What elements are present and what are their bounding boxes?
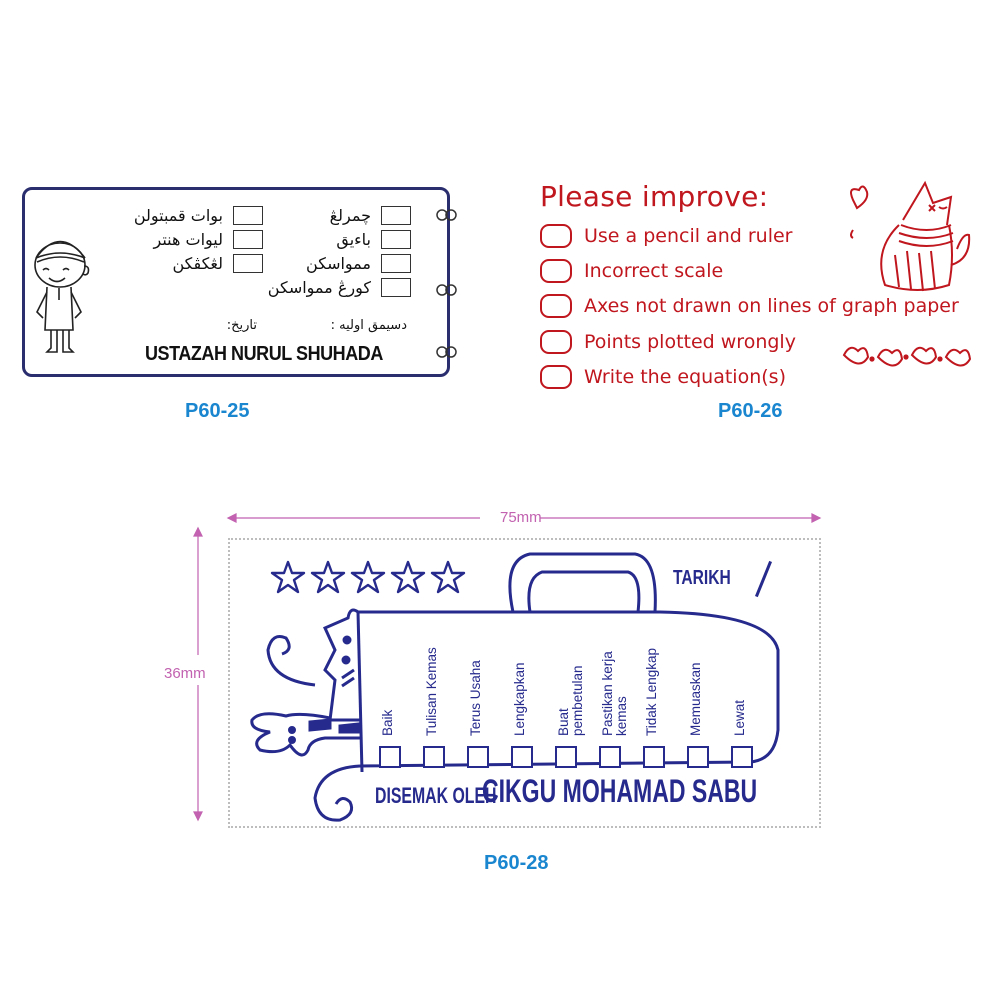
checkbox[interactable]: [381, 254, 411, 273]
checkbox[interactable]: [540, 294, 572, 318]
stamp-title: Please improve:: [540, 180, 769, 213]
star-icon[interactable]: [310, 560, 346, 594]
star-icon[interactable]: [390, 560, 426, 594]
checklist-item[interactable]: Write the equation(s): [540, 365, 786, 389]
star-icon[interactable]: [350, 560, 386, 594]
checkbox[interactable]: [233, 254, 263, 273]
binder-ring-icon: [436, 346, 457, 358]
checklist-item[interactable]: چمرلڠ: [330, 206, 411, 225]
checkbox[interactable]: [381, 206, 411, 225]
checkbox[interactable]: [687, 746, 709, 768]
checklist-item[interactable]: باءيق: [336, 230, 411, 249]
stamp-p60-25: چمرلڠ باءيق ممواسکن کورڠ ممواسکن بوات قم…: [22, 187, 457, 377]
checkbox[interactable]: [467, 746, 489, 768]
checkbox[interactable]: [555, 746, 577, 768]
date-label: TARIKH: [673, 567, 731, 589]
stamp-p60-26: Please improve: Use a pencil and ruler I…: [538, 180, 988, 400]
checkbox[interactable]: [540, 365, 572, 389]
checkbox[interactable]: [233, 230, 263, 249]
cat-and-giraffe-bag-icon: [250, 552, 780, 822]
hearts-decoration-icon: [842, 346, 972, 367]
checklist-item[interactable]: کورڠ ممواسکن: [268, 278, 411, 297]
checklist-item[interactable]: بوات قمبتولن: [134, 206, 263, 225]
height-dimension-label: 36mm: [164, 665, 206, 682]
checkbox[interactable]: [381, 230, 411, 249]
checklist-item[interactable]: ممواسکن: [306, 254, 411, 273]
boy-with-kopiah-icon: [34, 240, 90, 353]
dimension-arrows: [193, 513, 822, 822]
checkbox[interactable]: [540, 259, 572, 283]
checklist-item[interactable]: Incorrect scale: [540, 259, 723, 283]
teacher-name: USTAZAH NURUL SHUHADA: [145, 343, 383, 365]
product-code: P60-25: [185, 400, 250, 422]
signoff: DISEMAK OLEH CIKGU MOHAMAD SABU: [375, 773, 757, 809]
checklist-item[interactable]: لڠکڤکن: [172, 254, 263, 273]
product-code: P60-28: [484, 852, 549, 874]
checkbox[interactable]: [233, 206, 263, 225]
cat-with-sweater-icon: [850, 180, 971, 292]
checklist-item[interactable]: Use a pencil and ruler: [540, 224, 792, 248]
binder-ring-icon: [436, 209, 457, 221]
teacher-name: CIKGU MOHAMAD SABU: [482, 773, 758, 809]
checklist-item[interactable]: Points plotted wrongly: [540, 330, 796, 354]
stamp-p60-28: TARIKH Baik Tulisan Kemas Terus Usaha Le…: [228, 538, 821, 828]
binder-ring-icon: [436, 284, 457, 296]
date-label: تاريخ:: [226, 318, 257, 333]
checkbox[interactable]: [540, 224, 572, 248]
checked-by-label: دسيمق اوليه :: [330, 318, 407, 333]
checkbox[interactable]: [599, 746, 621, 768]
checked-by-label: DISEMAK OLEH: [375, 783, 497, 808]
checklist-item[interactable]: ليوات هنتر: [154, 230, 263, 249]
rating-stars[interactable]: [270, 560, 466, 594]
checkbox[interactable]: [379, 746, 401, 768]
checkbox[interactable]: [423, 746, 445, 768]
checkbox[interactable]: [381, 278, 411, 297]
checkbox[interactable]: [643, 746, 665, 768]
checklist-item[interactable]: Axes not drawn on lines of graph paper: [540, 294, 959, 318]
checkbox[interactable]: [511, 746, 533, 768]
width-dimension-label: 75mm: [500, 509, 542, 526]
star-icon[interactable]: [430, 560, 466, 594]
checkbox[interactable]: [540, 330, 572, 354]
star-icon[interactable]: [270, 560, 306, 594]
product-code: P60-26: [718, 400, 783, 422]
checkbox[interactable]: [731, 746, 753, 768]
